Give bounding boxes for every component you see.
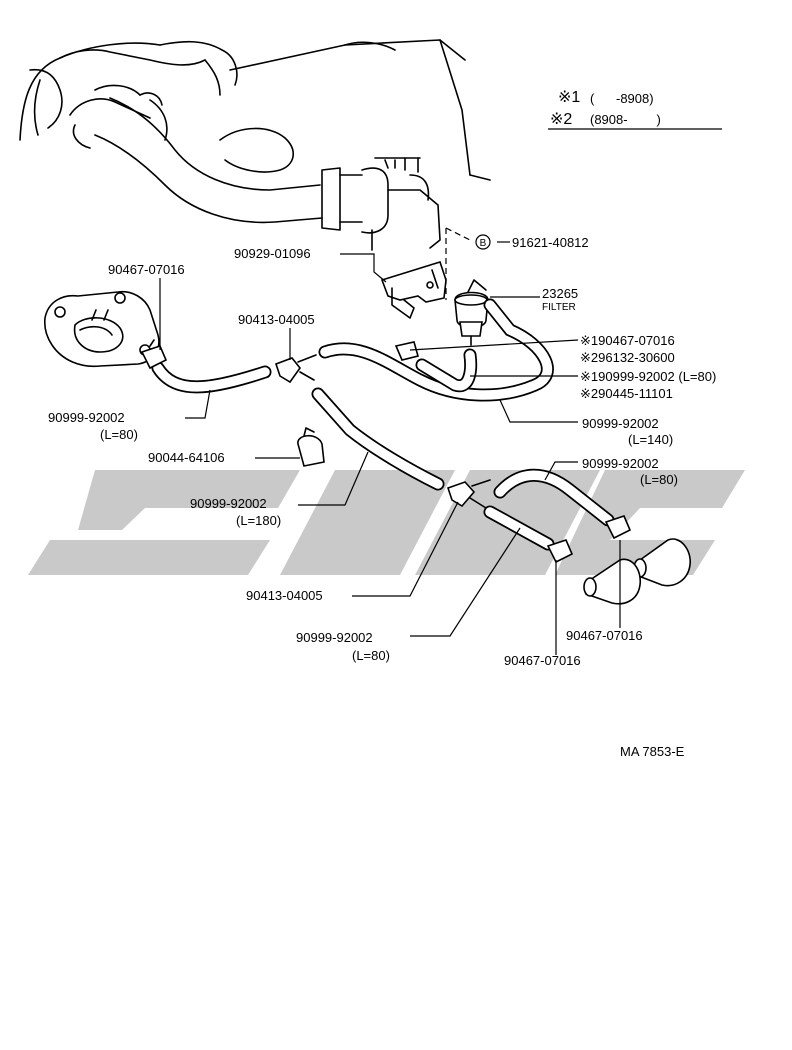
label-clip-bottom: 90467-07016: [504, 653, 581, 668]
hose-left: [151, 361, 272, 394]
hose-diagonal: [311, 387, 445, 491]
vacuum-canister-lower: [583, 558, 642, 605]
label-hose-lower-len: (L=80): [352, 648, 390, 663]
label-hose-long: 90999-92002: [582, 416, 659, 431]
clip-upper-right: [394, 341, 419, 361]
bolt-b-callout: B 91621-40812: [475, 234, 589, 250]
connector-lower: [446, 479, 491, 509]
hose-long: [318, 298, 554, 402]
clip-top-left: [140, 339, 168, 370]
hose-small: [415, 348, 478, 393]
label-hose-lower: 90999-92002: [296, 630, 373, 645]
label-hose-left-len: (L=80): [100, 427, 138, 442]
bolt-dashed-line: [445, 227, 471, 300]
throttle-body-sketch: [43, 290, 160, 368]
label-note-plug: ※290445-11101: [580, 386, 673, 401]
label-connector-lower: 90413-04005: [246, 588, 323, 603]
engine-sketch: [19, 39, 491, 251]
label-note-clip: ※190467-07016: [580, 333, 675, 348]
label-connector-upper: 90413-04005: [238, 312, 315, 327]
legend-note1-range: ( -8908): [590, 91, 654, 106]
clip-bottom-right: [604, 515, 632, 540]
label-hose-diag-len: (L=180): [236, 513, 281, 528]
leader-lines: [159, 241, 621, 655]
legend-note2-mark: ※2: [550, 111, 572, 128]
label-bracket: 90929-01096: [234, 246, 311, 261]
label-hose-diag: 90999-92002: [190, 496, 267, 511]
hoses: [151, 298, 615, 551]
connector-upper: [274, 354, 317, 384]
label-note-hose-l80: ※190999-92002 (L=80): [580, 369, 716, 384]
part-labels: B 91621-40812 90929-01096 23265 FILTER 9…: [48, 234, 716, 668]
label-hose-right: 90999-92002: [582, 456, 659, 471]
label-bolt-b: 91621-40812: [512, 235, 589, 250]
label-hose-left: 90999-92002: [48, 410, 125, 425]
figure-code: MA 7853-E: [620, 744, 685, 759]
label-hose-long-len: (L=140): [628, 432, 673, 447]
hose-lower: [483, 505, 555, 551]
clip-bottom: [546, 539, 574, 564]
label-filter-no: 23265: [542, 286, 578, 301]
label-filter-name: FILTER: [542, 302, 576, 313]
legend: ※1 ( -8908) ※2 (8908- ): [548, 89, 722, 130]
label-clip-top-left: 90467-07016: [108, 262, 185, 277]
label-clip-bottom-right: 90467-07016: [566, 628, 643, 643]
b-symbol: B: [480, 238, 487, 249]
label-hose-right-len: (L=80): [640, 472, 678, 487]
label-note-hose-valve: ※296132-30600: [580, 350, 675, 365]
filter: [454, 279, 489, 346]
legend-note1-mark: ※1: [558, 89, 580, 106]
hose-right: [493, 468, 615, 527]
legend-note2-range: (8908- ): [590, 112, 661, 127]
label-clamp-small: 90044-64106: [148, 450, 225, 465]
clamp-small: [297, 427, 325, 467]
bracket: [380, 261, 447, 319]
